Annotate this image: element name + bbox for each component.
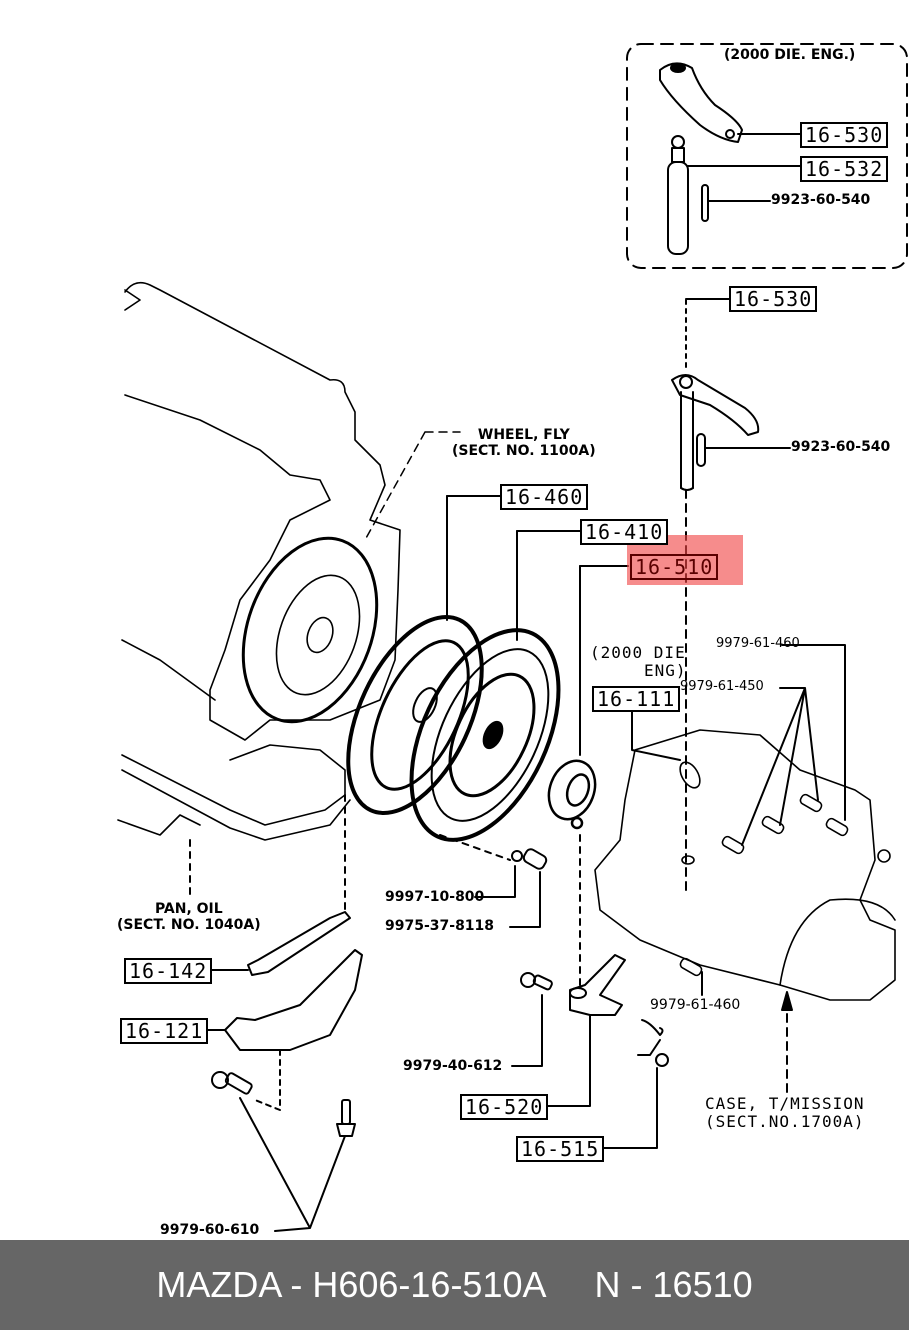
shift-arm-inset: [659, 62, 743, 143]
oil-pan-title: PAN, OIL: [154, 901, 223, 917]
arrow-icon: [781, 991, 793, 1011]
bolt-9979-60-610-b: [336, 1099, 356, 1137]
transmission-case-section: (SECT.NO.1700A): [705, 1112, 865, 1132]
leader: [509, 871, 541, 928]
leader: [511, 994, 543, 1067]
section-ref-flywheel: WHEEL, FLY (SECT. NO. 1100A): [452, 427, 596, 459]
bolt-and-washer: [511, 848, 548, 870]
leader: [781, 644, 846, 821]
oil-pan: [117, 744, 351, 841]
exploded-parts-diagram: (2000 DIE. ENG.) 16-530 16-532 9923-60-5…: [117, 43, 908, 1238]
leader: [591, 1067, 658, 1149]
diesel-note-line-1: (2000 DIE: [590, 643, 686, 662]
diesel-note-line-2: ENG): [644, 661, 687, 681]
section-ref-transmission-case: CASE, T/MISSION (SECT.NO.1700A): [705, 1094, 865, 1132]
leader: [631, 699, 681, 761]
part-label-16-520[interactable]: 16-520: [460, 1094, 549, 1120]
oil-pan-section: (SECT. NO. 1040A): [117, 917, 261, 934]
part-label-9923-60-540[interactable]: 9923-60-540: [791, 439, 891, 455]
part-label-16-111[interactable]: 16-111: [592, 686, 681, 712]
shaft-inset: [667, 135, 709, 255]
bracket-16-142: [247, 911, 351, 976]
leader: [239, 1097, 346, 1232]
transmission-case-title: CASE, T/MISSION: [705, 1094, 865, 1113]
part-label-9979-40-612[interactable]: 9979-40-612: [403, 1058, 503, 1074]
part-label-16-142[interactable]: 16-142: [124, 958, 213, 984]
footer-caption: MAZDA - H606-16-510A N - 16510: [156, 1264, 753, 1305]
inset-title: (2000 DIE. ENG.): [724, 47, 856, 63]
flywheel-section: (SECT. NO. 1100A): [452, 443, 596, 460]
pressure-plate: [409, 628, 561, 842]
part-label-9923-60-540-inset[interactable]: 9923-60-540: [771, 192, 871, 208]
engine-block: [121, 281, 401, 741]
part-label-9979-60-610[interactable]: 9979-60-610: [160, 1222, 260, 1238]
part-label-9979-61-460-bottom[interactable]: 9979-61-460: [650, 997, 741, 1013]
part-label-9975-37-8118[interactable]: 9975-37-8118: [385, 918, 495, 934]
cover-16-121: [224, 949, 363, 1051]
part-label-16-510-highlighted[interactable]: 16-510: [630, 554, 719, 580]
clutch-disc: [346, 615, 484, 815]
part-label-16-410[interactable]: 16-410: [580, 519, 669, 545]
diagram-drawing: [117, 43, 908, 1232]
leader: [536, 1014, 591, 1107]
bolt-9979-60-610-a: [211, 1071, 253, 1095]
leader: [364, 431, 461, 541]
flywheel-title: WHEEL, FLY: [477, 427, 570, 443]
part-label-16-532[interactable]: 16-532: [800, 156, 889, 182]
leader: [741, 687, 819, 846]
part-label-16-460[interactable]: 16-460: [500, 484, 589, 510]
part-label-16-121[interactable]: 16-121: [120, 1018, 209, 1044]
leader: [254, 1049, 281, 1111]
part-label-9979-61-450[interactable]: 9979-61-450: [680, 679, 764, 694]
part-label-9979-61-460-top[interactable]: 9979-61-460: [716, 636, 800, 651]
section-ref-oil-pan: PAN, OIL (SECT. NO. 1040A): [117, 901, 261, 933]
part-label-16-515[interactable]: 16-515: [516, 1136, 605, 1162]
transmission-case: [594, 729, 896, 1001]
part-label-9997-10-800[interactable]: 9997-10-800: [385, 889, 485, 905]
release-bearing: [547, 759, 597, 830]
part-label-16-530[interactable]: 16-530: [729, 286, 818, 312]
part-label-16-530-inset[interactable]: 16-530: [800, 122, 889, 148]
diesel-engine-note: (2000 DIE ENG): [590, 643, 687, 681]
leader: [474, 865, 516, 898]
footer-caption-bar: MAZDA - H606-16-510A N - 16510: [0, 1240, 909, 1330]
release-fork: [520, 954, 626, 1016]
inset-box: [626, 43, 908, 269]
retaining-clip: [637, 1019, 669, 1067]
leader: [439, 834, 511, 861]
shift-arm: [671, 374, 760, 491]
